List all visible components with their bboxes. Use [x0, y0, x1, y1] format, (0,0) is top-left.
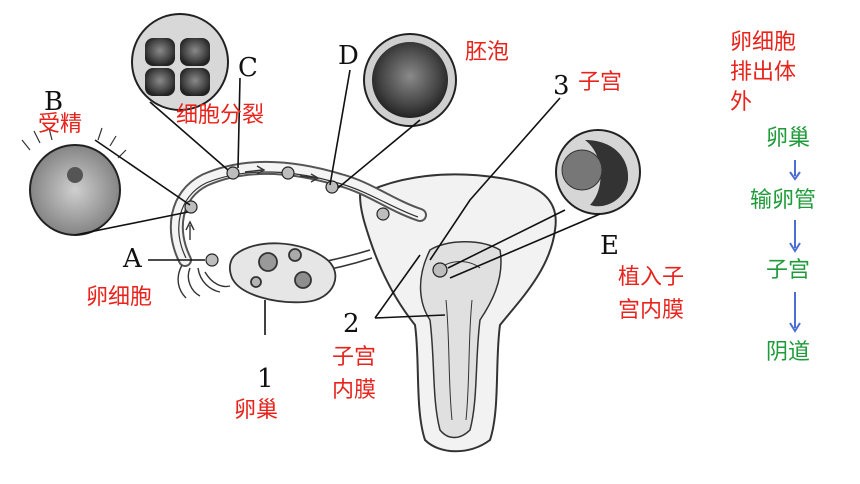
- embryo-cells-in-tube: [184, 166, 448, 278]
- side-title-line3: 外: [730, 90, 753, 115]
- down-arrow-icon: [789, 220, 801, 253]
- label-ovary: 卵巢: [234, 398, 279, 423]
- label-blastocyst: 胚泡: [465, 40, 510, 65]
- label-egg-cell: 卵细胞: [86, 285, 153, 310]
- side-title-line2: 排出体: [730, 60, 797, 85]
- down-arrow-icon: [789, 292, 801, 333]
- inset-implantation: [555, 129, 641, 215]
- flow-step-fallopian-tube: 输卵管: [750, 188, 817, 213]
- label-letter-c: C: [238, 53, 258, 83]
- label-number-3: 3: [553, 71, 570, 101]
- label-fertilization: 受精: [38, 112, 83, 137]
- side-title-line1: 卵细胞: [730, 30, 797, 55]
- label-implant-line1: 植入子: [618, 265, 685, 290]
- uterus: [358, 173, 557, 453]
- inset-blastocyst: [363, 33, 457, 127]
- flow-step-vagina: 阴道: [766, 340, 811, 365]
- label-endometrium-line2: 内膜: [332, 378, 377, 403]
- inset-fertilized-egg: [21, 127, 127, 236]
- leader-lines: [74, 69, 601, 335]
- label-number-1: 1: [257, 364, 274, 394]
- label-letter-d: D: [338, 41, 359, 71]
- down-arrow-icon: [789, 160, 801, 181]
- label-uterus-top: 子宫: [578, 70, 623, 95]
- ovary: [228, 242, 337, 304]
- fimbriae: [177, 264, 231, 299]
- label-letter-e: E: [600, 231, 619, 261]
- label-letter-b: B: [44, 87, 64, 117]
- label-number-2: 2: [343, 309, 360, 339]
- label-implant-line2: 宫内膜: [618, 298, 685, 323]
- flow-step-uterus: 子宫: [766, 258, 811, 283]
- flow-step-ovary: 卵巢: [766, 126, 811, 151]
- side-panel: 卵细胞 排出体 外 卵巢 输卵管 子宫 阴道: [730, 30, 855, 380]
- label-endometrium-line1: 子宫: [332, 345, 377, 370]
- label-cell-division: 细胞分裂: [176, 103, 265, 128]
- label-letter-a: A: [123, 244, 142, 274]
- inset-cell-division: [131, 13, 229, 111]
